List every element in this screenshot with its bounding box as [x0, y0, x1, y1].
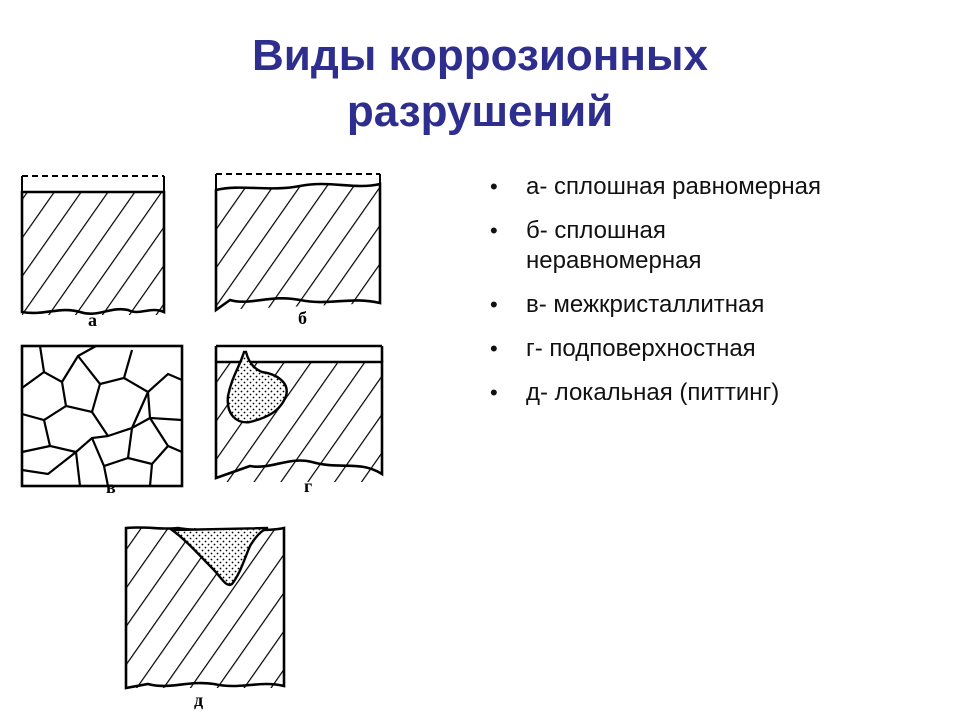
- bullet-text-g: г- подповерхностная: [526, 335, 756, 362]
- figure-d-pitting: д: [124, 526, 286, 710]
- title-line-2: разрушений: [346, 87, 614, 136]
- figure-label-g: г: [304, 476, 312, 496]
- corrosion-types-list: • а- сплошная равномерная • б- сплошная …: [486, 172, 946, 422]
- bullet-icon: •: [490, 292, 498, 317]
- list-item: • д- локальная (питтинг): [486, 378, 946, 408]
- slide-title: Виды коррозионных разрушений: [150, 28, 810, 140]
- figure-b-nonuniform: б: [214, 173, 382, 328]
- bullet-text-a: а- сплошная равномерная: [526, 173, 821, 200]
- figure-a-uniform: а: [20, 175, 166, 330]
- figure-label-a: а: [88, 310, 97, 330]
- bullet-icon: •: [490, 174, 498, 199]
- grain-boundaries: [21, 345, 183, 487]
- bullet-icon: •: [490, 380, 498, 405]
- bullet-icon: •: [490, 218, 498, 243]
- bullet-icon: •: [490, 336, 498, 361]
- bullet-text-d: д- локальная (питтинг): [526, 379, 780, 406]
- figure-g-subsurface: г: [214, 344, 384, 496]
- title-line-1: Виды коррозионных: [252, 31, 708, 80]
- list-item: • в- межкристаллитная: [486, 290, 946, 320]
- figure-label-d: д: [194, 690, 203, 710]
- list-item: • а- сплошная равномерная: [486, 172, 946, 202]
- figure-label-v: в: [106, 477, 116, 497]
- list-item: • б- сплошная неравномерная: [486, 216, 826, 276]
- bullet-text-b: б- сплошная неравномерная: [526, 217, 702, 274]
- figure-v-intercrystalline: в: [20, 344, 184, 497]
- figure-label-b: б: [298, 308, 307, 328]
- list-item: • г- подповерхностная: [486, 334, 946, 364]
- metal-hatch: [22, 192, 164, 315]
- bullet-text-v: в- межкристаллитная: [526, 291, 765, 318]
